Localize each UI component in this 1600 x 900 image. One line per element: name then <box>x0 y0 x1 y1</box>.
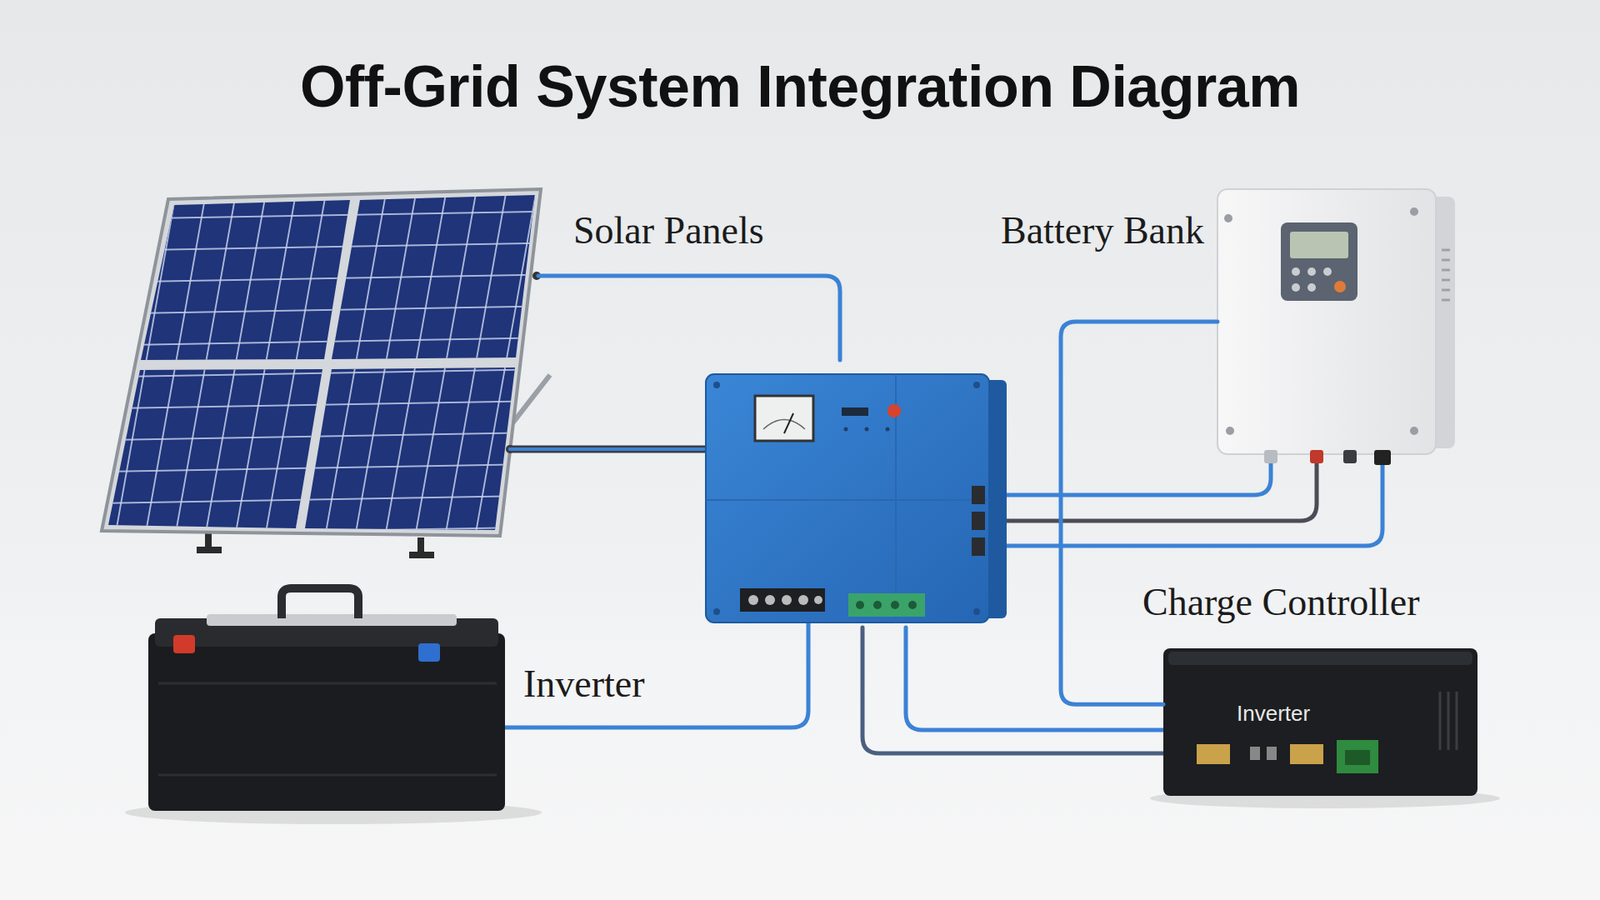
component-label: Inverter <box>523 661 645 707</box>
inverter-box <box>1163 648 1478 796</box>
wall-box <box>1217 189 1455 465</box>
cable-connector <box>1060 321 1218 705</box>
controller-box <box>705 374 1007 623</box>
diagram-title: Off-Grid System Integration Diagram <box>0 50 1600 124</box>
component-label: Charge Controller <box>1142 580 1420 625</box>
wall-box-node: Battery Bank <box>1217 189 1450 455</box>
device-print: Inverter <box>1236 700 1310 726</box>
component-label: Battery Bank <box>1000 208 1205 254</box>
solar-panel <box>101 189 541 536</box>
battery <box>148 588 505 811</box>
inverter-box-node: Charge ControllerInverter <box>1163 648 1478 796</box>
component-label: Solar Panels <box>573 208 765 254</box>
battery-node: Inverter <box>148 591 505 811</box>
solar-panel-node: Solar Panels <box>101 189 541 536</box>
